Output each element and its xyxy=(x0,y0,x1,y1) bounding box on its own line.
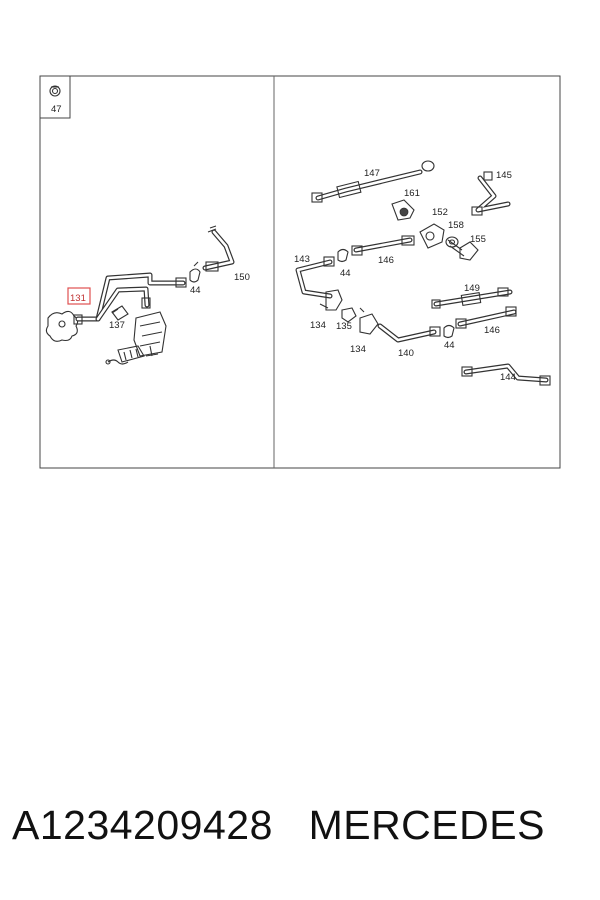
pipe-140[interactable] xyxy=(377,323,441,343)
banjo-152[interactable] xyxy=(419,223,445,249)
clip-44-left[interactable] xyxy=(189,261,201,283)
label-44-upper[interactable]: 44 xyxy=(340,268,351,279)
label-146-lower[interactable]: 146 xyxy=(484,325,500,336)
proportioning-valve xyxy=(105,311,167,365)
label-150[interactable]: 150 xyxy=(234,272,250,283)
label-146-upper[interactable]: 146 xyxy=(378,255,394,266)
label-140[interactable]: 140 xyxy=(398,348,414,359)
hose-146-lower[interactable] xyxy=(455,306,517,329)
label-44-lower[interactable]: 44 xyxy=(444,340,455,351)
label-135[interactable]: 135 xyxy=(336,321,352,332)
cap-135[interactable] xyxy=(341,307,357,323)
label-147[interactable]: 147 xyxy=(364,168,380,179)
label-161[interactable]: 161 xyxy=(404,188,420,199)
brake-line-131[interactable] xyxy=(73,272,187,325)
label-134-lower[interactable]: 134 xyxy=(350,344,366,355)
part-caption: A1234209428 MERCEDES xyxy=(12,802,592,862)
bolt-155[interactable] xyxy=(447,239,479,261)
brake-hose-150[interactable] xyxy=(202,225,235,272)
clip-44-upper[interactable] xyxy=(337,248,349,263)
clip-icon xyxy=(49,85,61,97)
highlight-box-131 xyxy=(67,287,91,305)
tee-134-upper[interactable] xyxy=(319,289,343,311)
diagram-frame xyxy=(39,75,561,469)
pipe-143[interactable] xyxy=(295,256,335,299)
fitting-137[interactable] xyxy=(111,305,129,321)
legend-box: 47 xyxy=(39,75,71,119)
label-44-left[interactable]: 44 xyxy=(190,285,201,296)
label-134-upper[interactable]: 134 xyxy=(310,320,326,331)
parts-diagram: 47 xyxy=(39,75,561,469)
pipe-145[interactable] xyxy=(471,171,511,216)
legend-box-label: 47 xyxy=(51,104,62,115)
hose-146-upper[interactable] xyxy=(351,235,415,256)
distributor-block xyxy=(45,310,79,342)
label-158[interactable]: 158 xyxy=(448,220,464,231)
label-155[interactable]: 155 xyxy=(470,234,486,245)
bleeder-161[interactable] xyxy=(391,199,415,221)
label-152[interactable]: 152 xyxy=(432,207,448,218)
clip-44-lower[interactable] xyxy=(443,324,455,339)
caption-brand: MERCEDES xyxy=(308,802,545,848)
hose-149[interactable] xyxy=(431,287,513,309)
label-144[interactable]: 144 xyxy=(500,372,516,383)
label-137[interactable]: 137 xyxy=(109,320,125,331)
right-panel: 147 161 152 158 155 145 143 44 146 149 1… xyxy=(294,160,551,386)
left-panel: 131 137 44 150 xyxy=(45,225,250,365)
pipe-144[interactable] xyxy=(461,363,551,386)
label-131[interactable]: 131 xyxy=(70,293,86,304)
label-149[interactable]: 149 xyxy=(464,283,480,294)
tee-134-lower[interactable] xyxy=(359,307,379,335)
caption-part-number: A1234209428 xyxy=(12,802,273,848)
hose-147[interactable] xyxy=(311,160,435,203)
label-143[interactable]: 143 xyxy=(294,254,310,265)
label-145[interactable]: 145 xyxy=(496,170,512,181)
